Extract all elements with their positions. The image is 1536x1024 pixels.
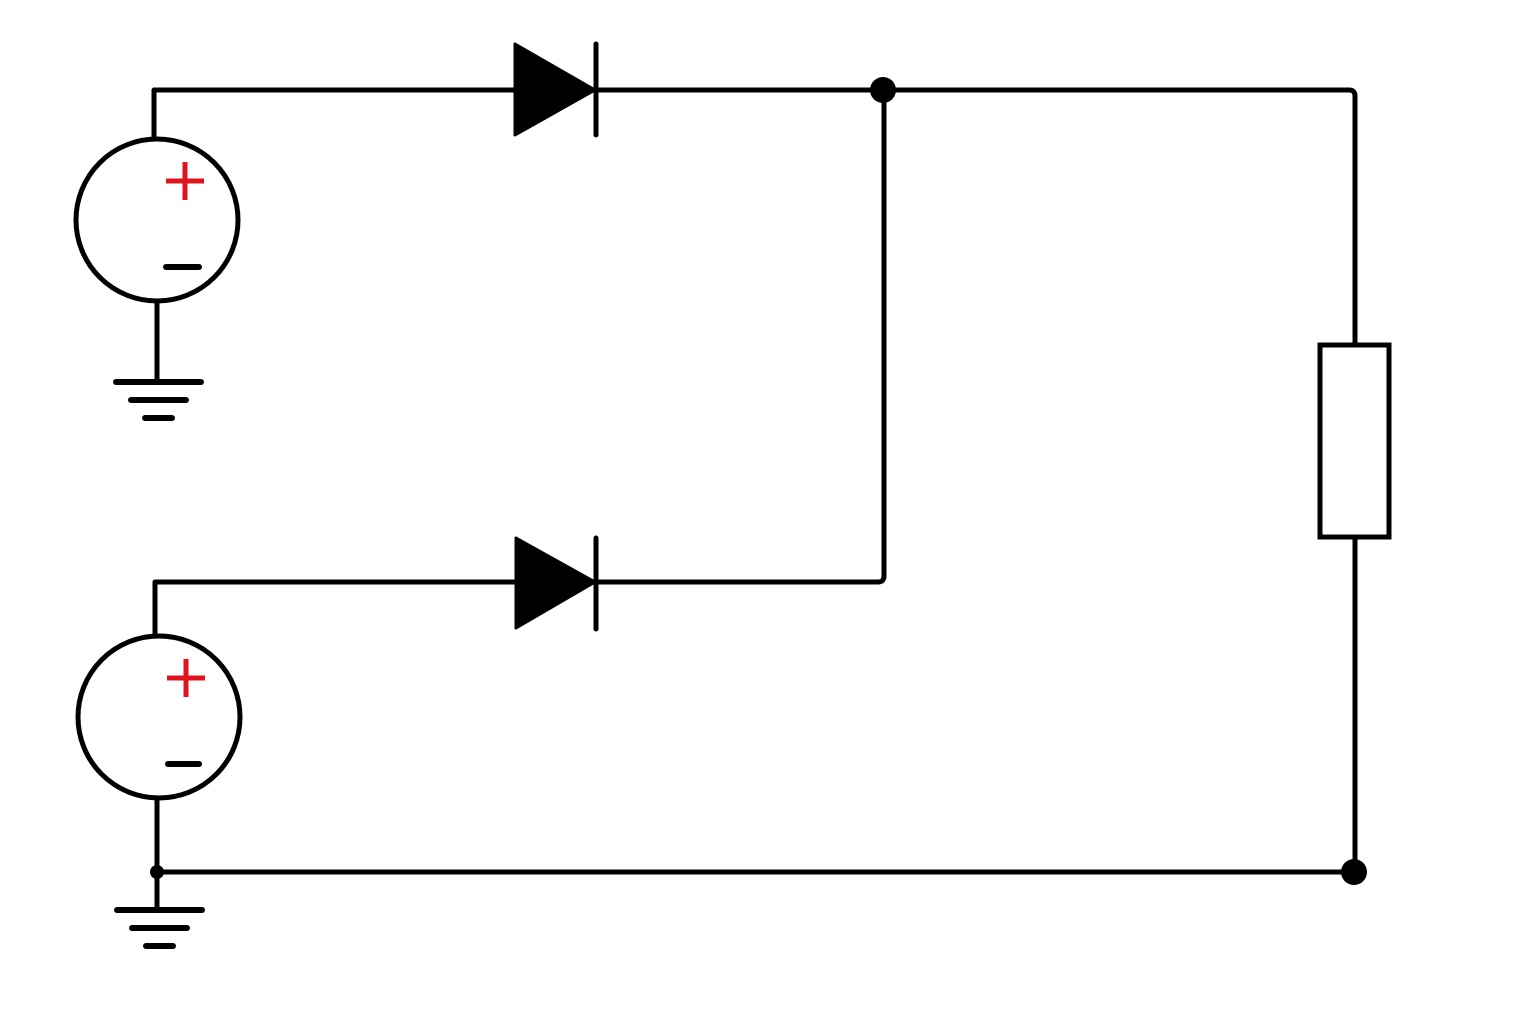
wire-top-source-to-diode [151, 87, 518, 141]
diode-triangle-icon [513, 42, 597, 137]
voltage-source-bottom [75, 633, 243, 801]
wire-junction-to-resistor [881, 87, 1358, 348]
voltage-source-body [73, 136, 241, 304]
junction-bottom-left [150, 865, 164, 879]
plus-sign-icon [167, 659, 205, 697]
wires [151, 87, 1358, 913]
ground-top-icon [113, 379, 204, 421]
voltage-source-top [73, 136, 241, 304]
diode-triangle-icon [514, 536, 597, 630]
voltage-source-body [75, 633, 243, 801]
ground-bottom-icon [114, 907, 205, 949]
plus-sign-icon [166, 162, 204, 200]
diode-bottom [514, 535, 599, 632]
junction-diode-outputs [870, 77, 896, 103]
junction-bottom-right [1341, 859, 1367, 885]
wire-bottom-source-to-diode [152, 579, 518, 637]
load-resistor [1317, 342, 1392, 540]
wire-junction-to-bottom-diode [593, 87, 887, 585]
diode-top [513, 41, 599, 138]
